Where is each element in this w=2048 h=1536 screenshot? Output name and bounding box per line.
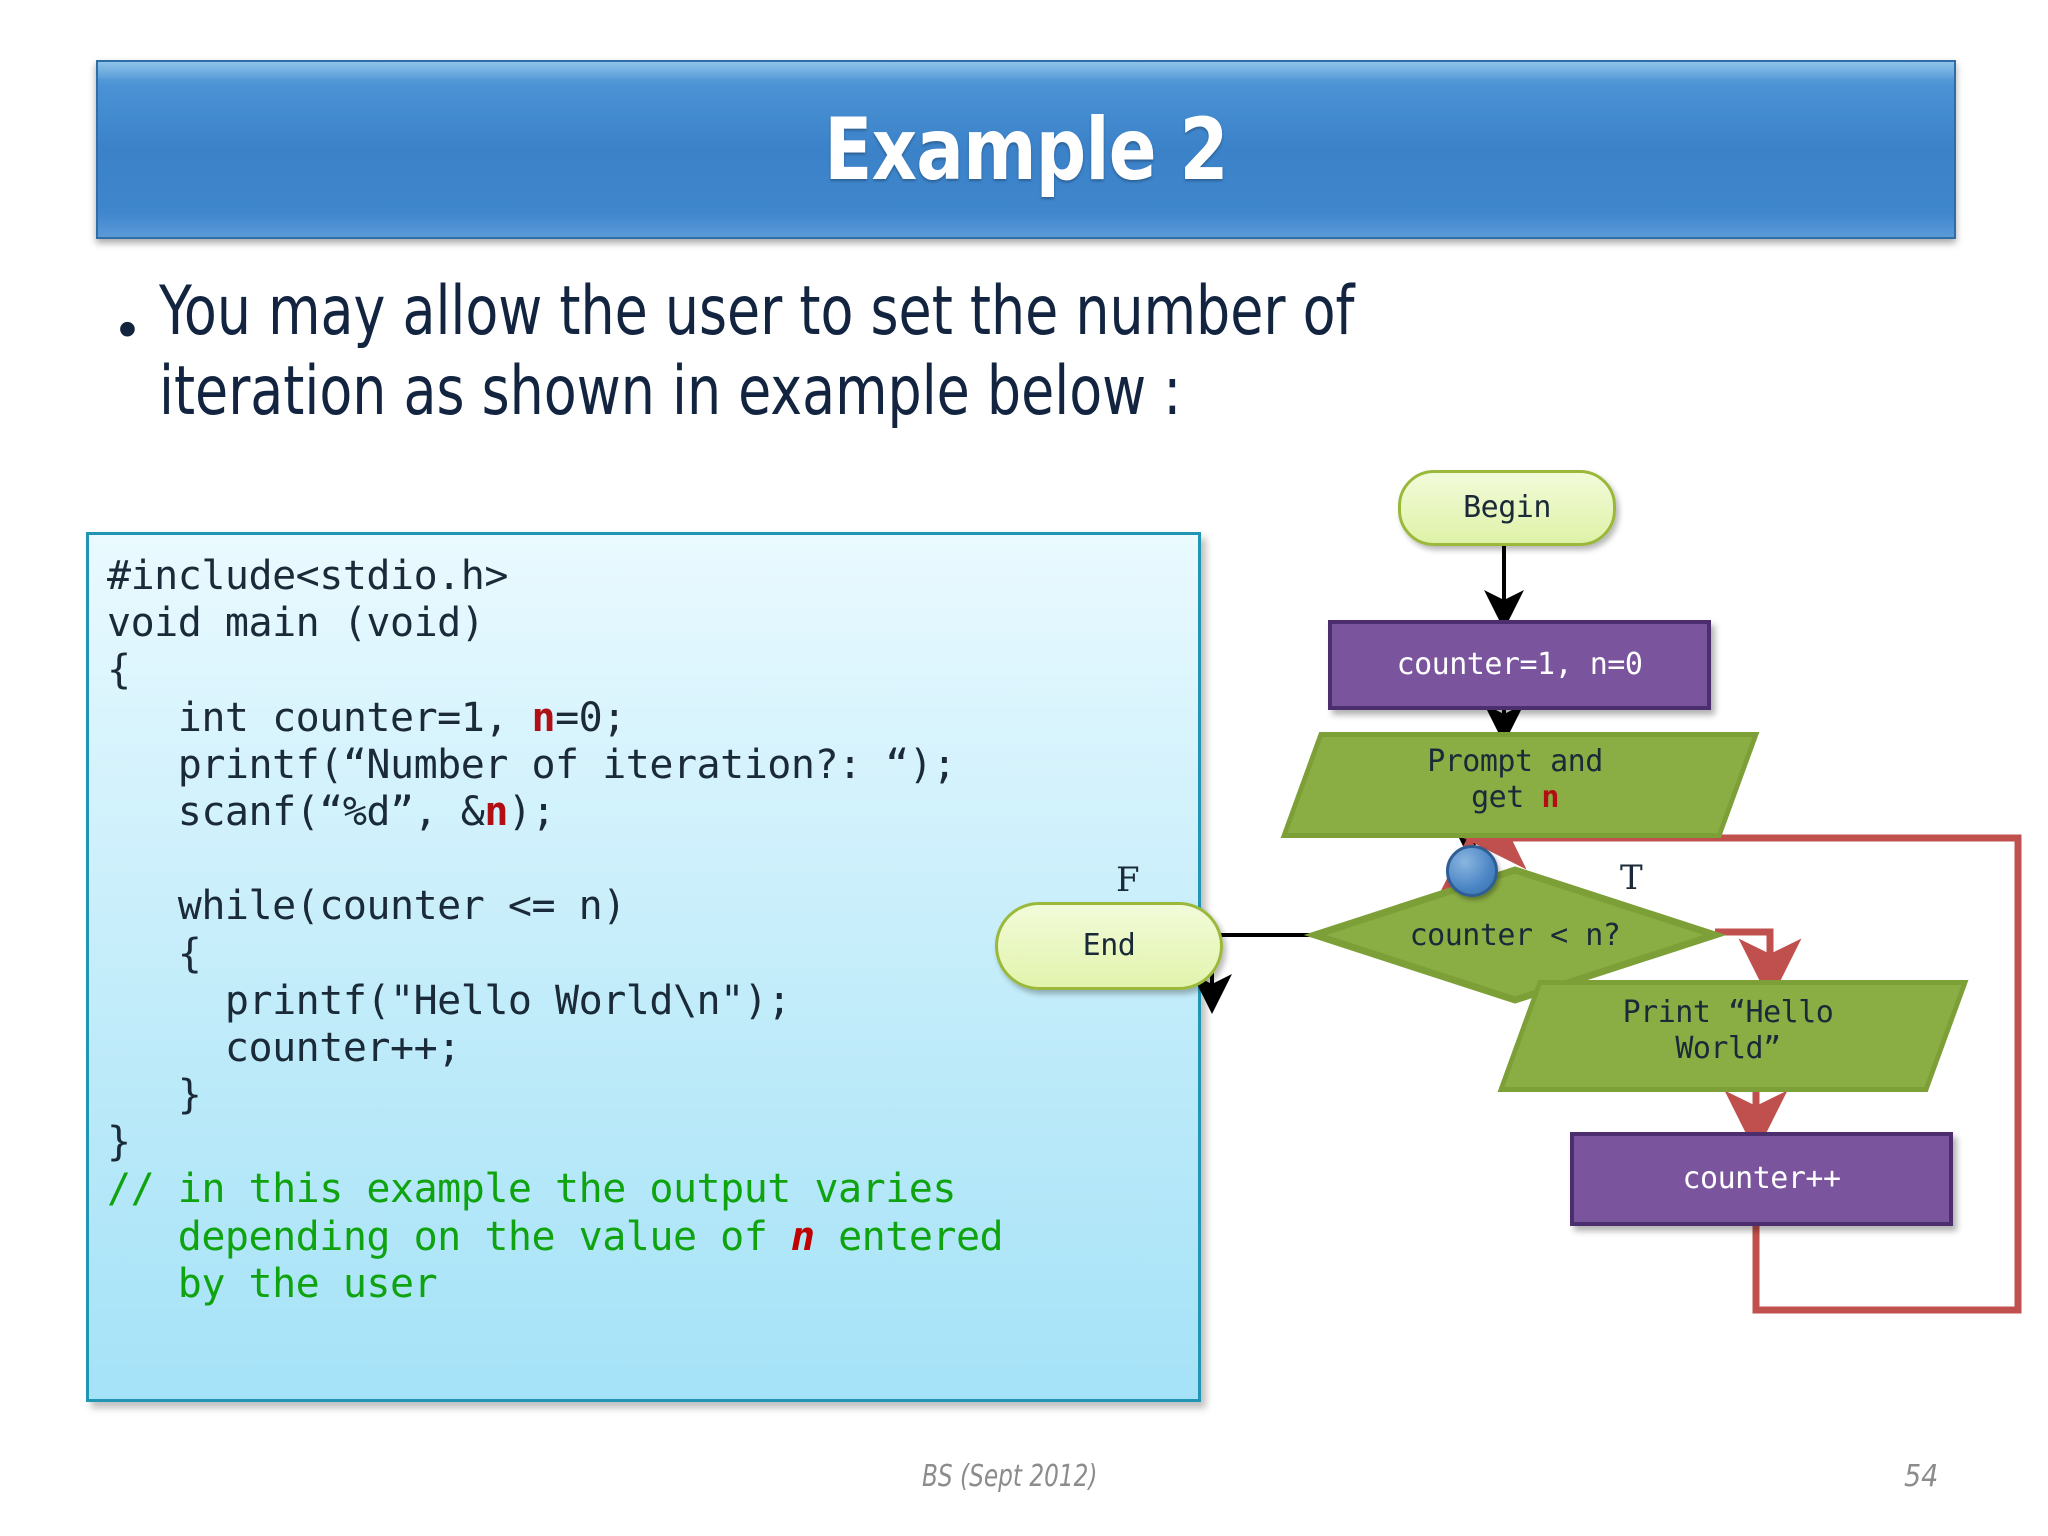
page-number: 54 bbox=[1904, 1459, 1939, 1494]
prompt-line-2: get bbox=[1471, 780, 1524, 815]
flow-node-decision-label: counter < n? bbox=[1409, 917, 1621, 953]
flowchart: Begin counter=1, n=0 Prompt and get n co… bbox=[995, 470, 2030, 1480]
page-title: Example 2 bbox=[824, 99, 1228, 200]
flow-node-decision: counter < n? bbox=[1315, 870, 1715, 1000]
code-text: #include<stdio.h> void main (void) { int… bbox=[107, 553, 1004, 1307]
flow-node-increment: counter++ bbox=[1570, 1132, 1953, 1226]
flow-node-end-label: End bbox=[1082, 927, 1136, 963]
flow-node-print: Print “Hello World” bbox=[1497, 980, 1969, 1092]
bullet-paragraph: • You may allow the user to set the numb… bbox=[118, 272, 1918, 432]
print-line-1: Print “Hello bbox=[1622, 995, 1834, 1030]
flow-junction-node bbox=[1446, 845, 1498, 897]
flow-node-begin: Begin bbox=[1398, 470, 1616, 546]
branch-label-true: T bbox=[1620, 858, 1643, 898]
slide-title-banner: Example 2 bbox=[96, 60, 1956, 239]
flow-node-end: End bbox=[995, 902, 1223, 990]
bullet-marker: • bbox=[118, 299, 137, 359]
decision-diamond bbox=[1303, 866, 1727, 1004]
prompt-variable: n bbox=[1541, 780, 1559, 815]
flow-node-init-label: counter=1, n=0 bbox=[1396, 646, 1643, 682]
print-line-2: World” bbox=[1675, 1031, 1781, 1066]
flow-node-prompt-label: Prompt and get n bbox=[1300, 732, 1730, 828]
flow-node-print-label: Print “Hello World” bbox=[1518, 980, 1938, 1082]
flow-node-init: counter=1, n=0 bbox=[1328, 620, 1711, 710]
footer-note: BS (Sept 2012) bbox=[922, 1459, 1098, 1494]
bullet-text: You may allow the user to set the number… bbox=[158, 272, 1355, 432]
flow-node-begin-label: Begin bbox=[1463, 489, 1551, 525]
flow-node-increment-label: counter++ bbox=[1682, 1160, 1841, 1196]
branch-label-false: F bbox=[1116, 860, 1140, 900]
prompt-line-1: Prompt and bbox=[1427, 744, 1603, 779]
flow-node-prompt: Prompt and get n bbox=[1280, 732, 1760, 838]
